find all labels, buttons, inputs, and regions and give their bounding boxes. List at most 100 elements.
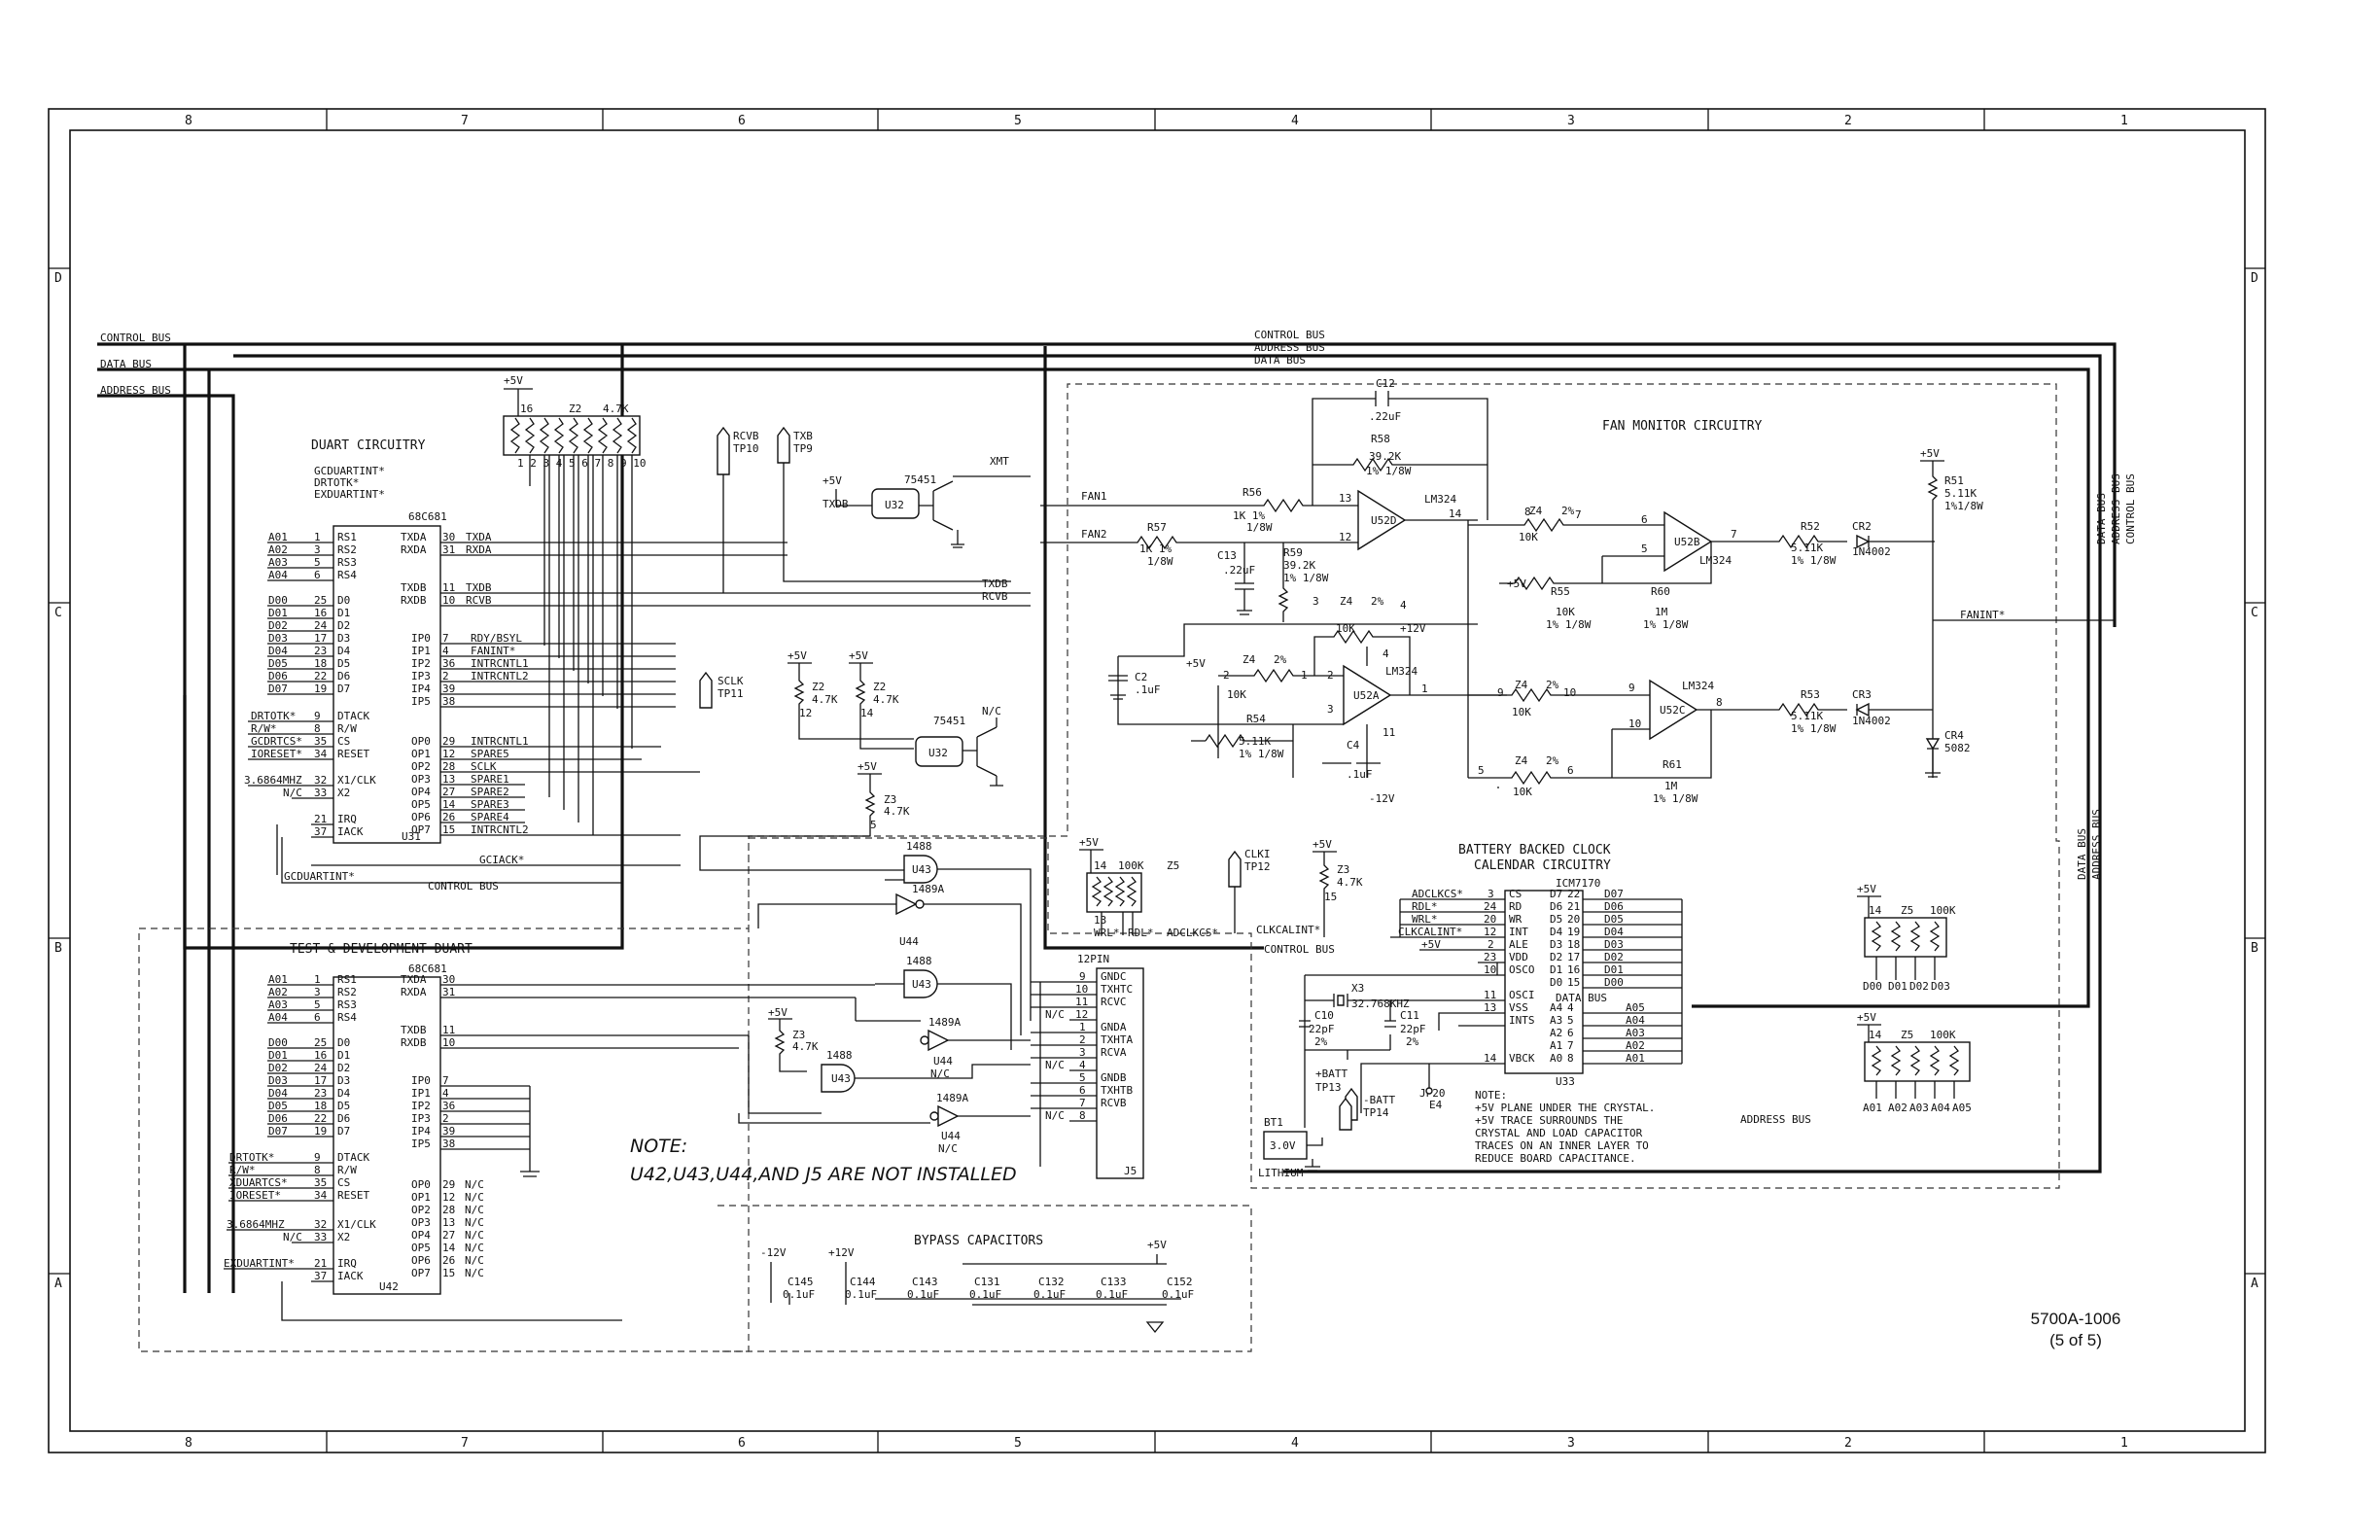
j5-connector <box>1096 967 1144 1179</box>
svg-text:6: 6 <box>1641 513 1648 526</box>
svg-text:21: 21 <box>314 1257 327 1270</box>
j5-wires <box>1031 981 1097 1167</box>
svg-text:2: 2 <box>442 1112 449 1125</box>
svg-text:36: 36 <box>442 657 455 670</box>
svg-text:R54: R54 <box>1246 713 1266 725</box>
svg-text:22: 22 <box>314 1112 327 1125</box>
svg-text:11: 11 <box>1075 996 1088 1008</box>
svg-text:OP3: OP3 <box>411 773 431 786</box>
svg-text:Z5: Z5 <box>1167 859 1179 872</box>
svg-text:8: 8 <box>314 1164 321 1176</box>
test-duart-title: TEST & DEVELOPMENT DUART <box>290 942 472 957</box>
svg-text:16: 16 <box>520 402 533 415</box>
svg-text:RCVC: RCVC <box>1101 996 1127 1008</box>
svg-text:23: 23 <box>1484 951 1496 963</box>
svg-text:Z4: Z4 <box>1515 754 1528 767</box>
svg-text:22: 22 <box>1567 888 1580 900</box>
svg-text:+12V: +12V <box>1400 622 1426 635</box>
svg-text:U44: U44 <box>899 935 919 948</box>
svg-text:RXDA: RXDA <box>401 986 427 998</box>
svg-text:20: 20 <box>1567 913 1580 926</box>
svg-text:+5V: +5V <box>858 760 877 773</box>
svg-text:10: 10 <box>1075 983 1088 996</box>
svg-text:U43: U43 <box>912 863 931 876</box>
svg-text:IRQ: IRQ <box>337 813 357 825</box>
duart-gcduartint: GCDUARTINT* <box>314 465 385 477</box>
zone-col-2-bottom: 2 <box>1844 1436 1852 1451</box>
svg-text:CRYSTAL AND LOAD CAPACITOR: CRYSTAL AND LOAD CAPACITOR <box>1475 1127 1643 1139</box>
svg-text:A02: A02 <box>1626 1039 1645 1052</box>
svg-text:12: 12 <box>442 748 455 760</box>
svg-text:X2: X2 <box>337 1231 350 1243</box>
svg-text:100K: 100K <box>1930 1029 1956 1041</box>
svg-text:A03: A03 <box>1626 1027 1645 1039</box>
bypass-title: BYPASS CAPACITORS <box>914 1234 1043 1248</box>
zone-col-5-bottom: 5 <box>1014 1436 1022 1451</box>
control-bus-label-top: CONTROL BUS <box>1254 329 1325 341</box>
svg-text:3.6864MHZ: 3.6864MHZ <box>244 774 302 787</box>
document-page: (5 of 5) <box>2049 1331 2102 1349</box>
svg-text:+BATT: +BATT <box>1315 1068 1348 1080</box>
svg-text:A01: A01 <box>1626 1052 1645 1065</box>
svg-text:OP2: OP2 <box>411 760 431 773</box>
zone-col-6: 6 <box>738 114 746 128</box>
svg-text:ADCLKCS*: ADCLKCS* <box>1167 927 1218 939</box>
svg-text:DRTOTK*: DRTOTK* <box>251 710 296 722</box>
svg-text:RCVB: RCVB <box>466 594 492 607</box>
svg-text:10K: 10K <box>1336 622 1355 635</box>
svg-text:Z4: Z4 <box>1529 505 1543 517</box>
u32-driver-top <box>871 488 920 519</box>
svg-text:4.7K: 4.7K <box>1337 876 1363 889</box>
svg-text:0.1uF: 0.1uF <box>1096 1288 1128 1301</box>
svg-text:LITHIUM: LITHIUM <box>1258 1167 1304 1179</box>
svg-text:35: 35 <box>314 735 327 748</box>
svg-text:N/C: N/C <box>465 1216 484 1229</box>
data-bus-label-left: DATA BUS <box>100 358 152 370</box>
svg-text:XDUARTCS*: XDUARTCS* <box>229 1176 288 1189</box>
svg-text:RS2: RS2 <box>337 543 357 556</box>
svg-text:CR2: CR2 <box>1852 520 1872 533</box>
svg-text:D04: D04 <box>268 1087 288 1100</box>
svg-text:4: 4 <box>1382 648 1389 660</box>
svg-text:1M: 1M <box>1664 780 1678 792</box>
svg-text:XMT: XMT <box>990 455 1009 468</box>
fanint-label: FANINT* <box>1960 609 2005 621</box>
svg-text:OP7: OP7 <box>411 1267 431 1279</box>
svg-text:11: 11 <box>1382 726 1395 739</box>
svg-text:TP12: TP12 <box>1244 860 1271 873</box>
address-bus-vert-label-2: ADDRESS BUS <box>2090 809 2103 880</box>
svg-text:+5V: +5V <box>1079 836 1099 849</box>
svg-text:U43: U43 <box>831 1072 851 1085</box>
svg-text:N/C: N/C <box>465 1267 484 1279</box>
svg-text:38: 38 <box>442 1138 455 1150</box>
svg-text:A01: A01 <box>1863 1102 1882 1114</box>
sheet-border <box>48 108 2266 1453</box>
svg-text:OSCO: OSCO <box>1509 963 1535 976</box>
z2-pull-up-wires <box>529 455 633 835</box>
svg-text:1488: 1488 <box>906 955 932 967</box>
svg-text:1489A: 1489A <box>928 1016 961 1029</box>
svg-text:EXDUARTINT*: EXDUARTINT* <box>224 1257 295 1270</box>
z2-ref: Z2 <box>569 402 581 415</box>
svg-text:7: 7 <box>442 632 449 645</box>
svg-text:E4: E4 <box>1429 1099 1443 1111</box>
svg-text:6: 6 <box>1567 764 1574 777</box>
u44-buffer-3 <box>937 1104 960 1128</box>
svg-text:0.1uF: 0.1uF <box>845 1288 877 1301</box>
svg-text:4: 4 <box>1567 1001 1574 1014</box>
svg-text:N/C: N/C <box>283 1231 302 1243</box>
svg-text:RS1: RS1 <box>337 973 357 986</box>
cr2-diode <box>1856 534 1871 549</box>
svg-text:INTRCNTL2: INTRCNTL2 <box>471 670 529 682</box>
svg-text:OP5: OP5 <box>411 798 431 811</box>
svg-text:ADCLKCS*: ADCLKCS* <box>1412 888 1463 900</box>
svg-text:CR3: CR3 <box>1852 688 1872 701</box>
svg-text:11: 11 <box>1484 989 1496 1001</box>
svg-text:35: 35 <box>314 1176 327 1189</box>
svg-text:RS4: RS4 <box>337 1011 357 1024</box>
svg-text:Z2: Z2 <box>873 681 886 693</box>
svg-text:14: 14 <box>1484 1052 1497 1065</box>
u52a-opamp <box>1343 664 1392 726</box>
svg-text:1% 1/8W: 1% 1/8W <box>1791 722 1837 735</box>
